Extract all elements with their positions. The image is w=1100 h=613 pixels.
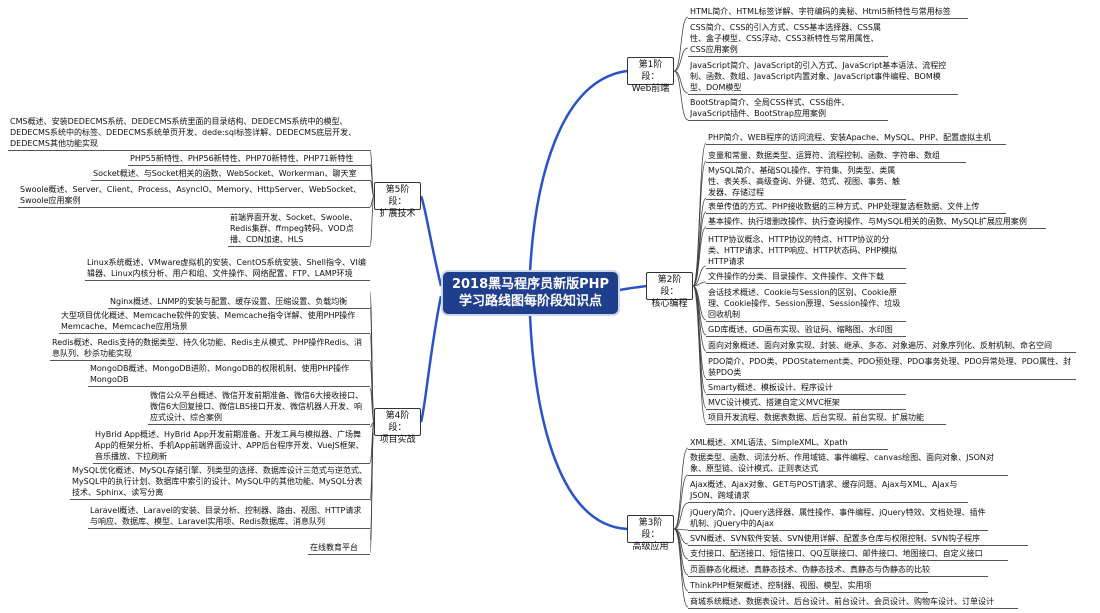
stage-3-advanced-application[interactable]: 第3阶段： 高级应用 xyxy=(627,515,674,552)
s4-topic-online-education[interactable]: 在线教育平台 xyxy=(308,542,370,555)
connector-s1-item-0 xyxy=(673,16,689,72)
s1-topic-bootstrap[interactable]: BootStrap简介、全局CSS样式、CSS组件、JavaScript插件、B… xyxy=(688,97,888,121)
connector-s3-item-7 xyxy=(673,528,689,592)
connector-s3-item-1 xyxy=(673,474,689,530)
connector-s4-item-4 xyxy=(369,387,375,423)
s3-topic-interfaces[interactable]: 支付接口、配送接口、短信接口、QQ互联接口、邮件接口、地图接口、自定义接口 xyxy=(688,548,1008,561)
s4-topic-redis[interactable]: Redis概述、Redis支持的数据类型、持久化功能、Redis主从模式、PHP… xyxy=(50,337,370,361)
s2-topic-http[interactable]: HTTP协议概念、HTTP协议的特点、HTTP协议的分类、HTTP请求、HTTP… xyxy=(706,234,906,269)
s2-topic-file-ops[interactable]: 文件操作的分类、目录操作、文件操作、文件下载 xyxy=(706,271,906,284)
s3-topic-ajax[interactable]: Ajax概述、Ajax对象、GET与POST请求、缓存问题、Ajax与XML、A… xyxy=(688,479,968,503)
s2-topic-php-intro[interactable]: PHP简介、WEB程序的访问流程、安装Apache、MySQL、PHP、配置虚拟… xyxy=(706,132,1006,145)
connector-center-stage5 xyxy=(419,195,443,287)
s4-topic-laravel[interactable]: Laravel概述、Laravel的安装、目录分析、控制器、路由、视图、HTTP… xyxy=(88,505,370,529)
central-topic-line2: 学习路线图每阶段知识点 xyxy=(458,294,602,309)
s3-topic-js-advanced[interactable]: 数据类型、函数、词法分析、作用域链、事件编程、canvas绘图、面向对象、JSO… xyxy=(688,452,1008,476)
s2-topic-project[interactable]: 项目开发流程、数据表数据、后台实现、前台实现、扩展功能 xyxy=(706,412,946,425)
connector-s1-item-2 xyxy=(673,70,689,94)
connector-s2-item-6 xyxy=(692,281,707,287)
stage-4-project-practice[interactable]: 第4阶段： 项目实战 xyxy=(374,408,421,445)
connector-s4-item-5 xyxy=(369,421,375,428)
s4-topic-mongodb[interactable]: MongoDB概述、MongoDB进阶、MongoDB的权限机制、使用PHP操作… xyxy=(88,363,370,387)
s5-topic-swoole-projects[interactable]: 前端界面开发、Socket、Swoole、Redis集群、ffmpeg转码、VO… xyxy=(228,212,370,247)
stage-5-extended-tech[interactable]: 第5阶段： 扩展技术 xyxy=(374,182,421,219)
s2-topic-forms[interactable]: 表单传值的方式、PHP接收数据的三种方式、PHP处理复选框数据、文件上传 xyxy=(706,201,1006,214)
stage-1-web-frontend[interactable]: 第1阶段： Web前端 xyxy=(627,57,674,94)
s4-topic-wechat[interactable]: 微信公众平台概述、微信开发前期准备、微信6大接收接口、微信6大回复接口、微信LB… xyxy=(148,390,370,425)
s5-topic-dedecms[interactable]: CMS概述、安装DEDECMS系统、DEDECMS系统里面的目录结构、DEDEC… xyxy=(8,116,370,151)
connector-s2-item-5 xyxy=(692,265,707,287)
s2-topic-oop[interactable]: 面向对象概述、面向对象实现、封装、继承、多态、对象遍历、对象序列化、反射机制、命… xyxy=(706,340,1076,353)
s1-topic-css[interactable]: CSS简介、CSS的引入方式、CSS基本选择器、CSS属性、盒子模型、CSS浮动… xyxy=(688,22,888,57)
s2-topic-mvc[interactable]: MVC设计模式、搭建自定义MVC框架 xyxy=(706,397,906,410)
s2-topic-php-basics[interactable]: 变量和常量、数据类型、运算符、流程控制、函数、字符串、数组 xyxy=(706,150,966,163)
connector-s3-item-8 xyxy=(673,528,689,608)
connector-center-stage4 xyxy=(419,295,443,423)
s3-topic-static[interactable]: 页面静态化概述、真静态技术、伪静态技术、真静态与伪静态的比较 xyxy=(688,564,988,577)
connector-s2-item-10 xyxy=(692,285,707,379)
s5-topic-swoole[interactable]: Swoole概述、Server、Client、Process、AsyncIO、M… xyxy=(18,184,370,208)
s5-topic-socket[interactable]: Socket概述、与Socket相关的函数、WebSocket、Workerma… xyxy=(91,168,370,181)
s5-topic-php-new-features[interactable]: PHP55新特性、PHP56新特性、PHP70新特性、PHP71新特性 xyxy=(128,153,370,166)
connector-s5-item-2 xyxy=(369,179,375,197)
s1-topic-html[interactable]: HTML简介、HTML标签详解、字符编码的奥秘、Html5新特性与常用标签 xyxy=(688,6,968,19)
s2-topic-pdo[interactable]: PDO简介、PDO类、PDOStatement类、PDO预处理、PDO事务处理、… xyxy=(706,356,1076,380)
central-topic[interactable]: 2018黑马程序员新版PHP 学习路线图每阶段知识点 xyxy=(441,270,620,316)
s4-topic-mysql-optimize[interactable]: MySQL优化概述、MySQL存储引擎、列类型的选择、数据库设计三范式与逆范式、… xyxy=(70,465,370,500)
s2-topic-session[interactable]: 会话技术概述、Cookie与Session的区别、Cookie原理、Cookie… xyxy=(706,287,906,322)
s1-topic-javascript[interactable]: JavaScript简介、JavaScript的引入方式、JavaScript基… xyxy=(688,60,958,95)
s4-topic-linux[interactable]: Linux系统概述、VMware虚拟机的安装、CentOS系统安装、Shell指… xyxy=(85,257,370,281)
s4-topic-hybrid-app[interactable]: HyBrid App概述、HyBrid App开发前期准备、开发工具与模拟器、广… xyxy=(93,429,370,464)
s2-topic-mysql[interactable]: MySQL简介、基础SQL操作、字符集、列类型、类属性、表关系、高级查询、外键、… xyxy=(706,165,906,200)
s2-topic-smarty[interactable]: Smarty概述、模板设计、程序设计 xyxy=(706,382,906,395)
s2-topic-php-mysql[interactable]: 基本操作、执行增删改操作、执行查询操作、与MySQL相关的函数、MySQL扩展应… xyxy=(706,216,1046,229)
s4-topic-nginx[interactable]: Nginx概述、LNMP的安装与配置、缓存设置、压缩设置、负载均衡 xyxy=(108,296,370,309)
stage-2-core-programming[interactable]: 第2阶段： 核心编程 xyxy=(646,272,693,309)
s3-topic-svn[interactable]: SVN概述、SVN软件安装、SVN使用详解、配置多仓库与权限控制、SVN钩子程序 xyxy=(688,533,1028,546)
connector-center-stage1 xyxy=(528,69,628,273)
central-topic-line1: 2018黑马程序员新版PHP xyxy=(451,277,610,292)
connector-s4-item-9 xyxy=(369,421,375,554)
connector-center-stage3 xyxy=(528,315,628,531)
connector-s1-item-1 xyxy=(673,47,689,72)
s3-topic-xml[interactable]: XML概述、XML语法、SimpleXML、Xpath xyxy=(688,437,888,450)
s3-topic-shop-system[interactable]: 商城系统概述、数据表设计、后台设计、前台设计、会员设计、购物车设计、订单设计 xyxy=(688,596,1018,609)
connector-s5-item-4 xyxy=(369,195,375,247)
s2-topic-gd[interactable]: GD库概述、GD画布实现、验证码、缩略图、水印图 xyxy=(706,324,906,337)
s4-topic-memcache[interactable]: 大型项目优化概述、Memcache软件的安装、Memcache指令详解、使用PH… xyxy=(59,310,370,334)
connector-s2-item-4 xyxy=(692,226,707,287)
s3-topic-jquery[interactable]: jQuery简介、jQuery选择器、属性操作、事件编程、jQuery特效、文档… xyxy=(688,507,988,531)
connector-s1-item-3 xyxy=(673,70,689,121)
connector-center-stage2 xyxy=(619,284,647,292)
connector-s2-item-13 xyxy=(692,285,707,424)
s3-topic-thinkphp[interactable]: ThinkPHP框架概述、控制器、视图、模型、实用项 xyxy=(688,580,928,593)
connector-s3-item-2 xyxy=(673,502,689,530)
